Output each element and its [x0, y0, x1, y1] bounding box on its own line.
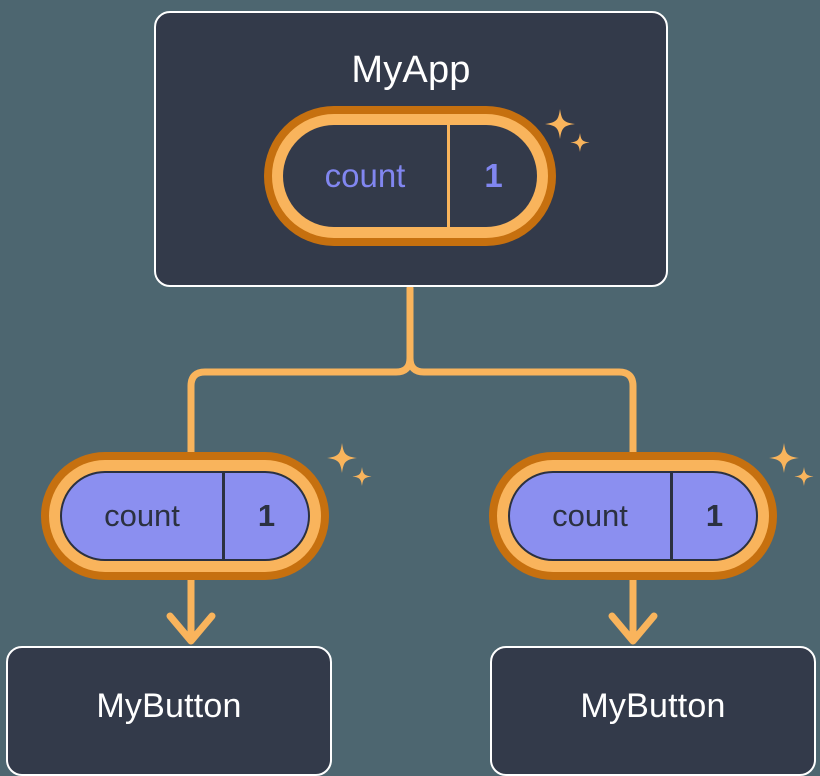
- state-value: 1: [447, 125, 537, 227]
- state-pill-left[interactable]: count 1: [41, 452, 329, 580]
- state-name: count: [104, 498, 180, 533]
- pill-body: count 1: [60, 471, 310, 561]
- state-pill-right[interactable]: count 1: [489, 452, 777, 580]
- state-pill-myapp[interactable]: count 1: [264, 106, 556, 246]
- state-name: count: [552, 498, 628, 533]
- pill-body: count 1: [508, 471, 758, 561]
- pill-body: count 1: [283, 125, 537, 227]
- page-title: MyApp: [351, 49, 471, 91]
- sparkle-icon: [327, 443, 372, 486]
- arrowhead-left-icon: [166, 612, 216, 645]
- component-card-mybutton-left[interactable]: MyButton: [6, 646, 332, 776]
- state-name: count: [324, 157, 406, 194]
- state-value: 1: [670, 473, 756, 559]
- connector-branch-left: [187, 354, 414, 456]
- component-card-mybutton-right[interactable]: MyButton: [490, 646, 816, 776]
- component-title: MyButton: [580, 687, 726, 725]
- arrowhead-right-icon: [608, 612, 658, 645]
- connector-branch-right: [406, 354, 637, 456]
- component-title: MyButton: [96, 687, 242, 725]
- state-value: 1: [222, 473, 308, 559]
